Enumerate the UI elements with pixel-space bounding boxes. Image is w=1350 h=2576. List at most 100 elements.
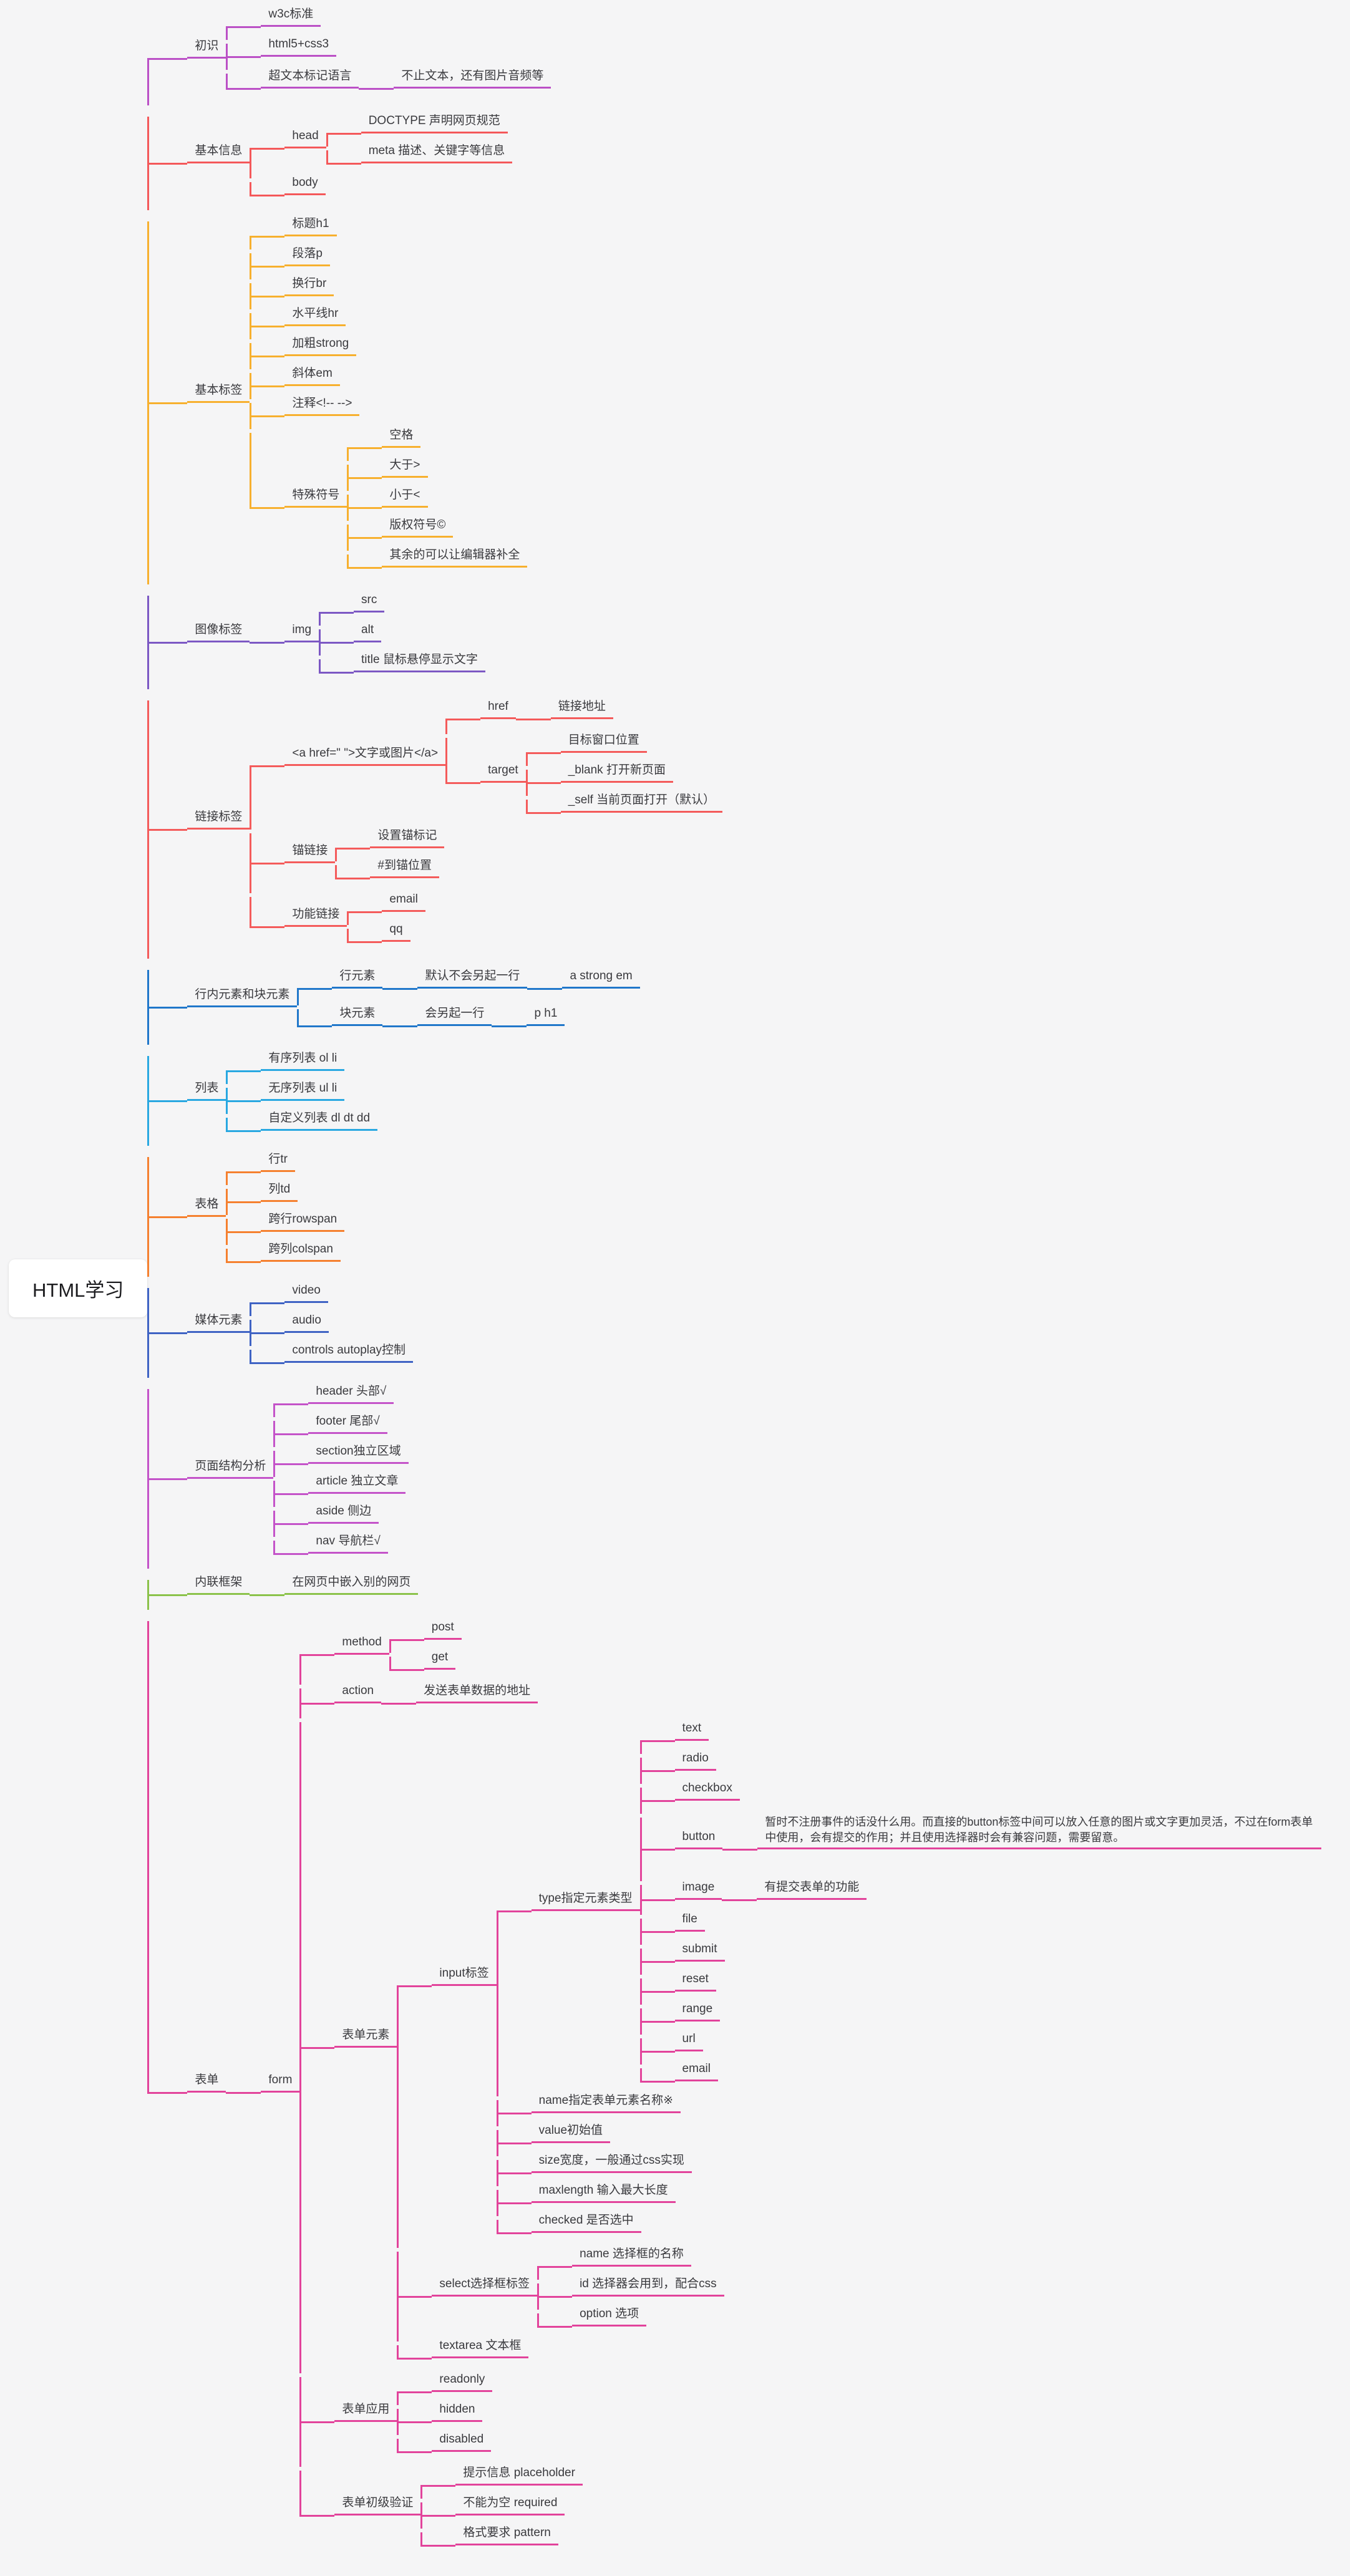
node-label[interactable]: aside 侧边 bbox=[308, 1502, 379, 1524]
node-label[interactable]: hidden bbox=[432, 2400, 483, 2422]
node-label[interactable]: 加粗strong bbox=[284, 334, 357, 356]
node-label[interactable]: alt bbox=[354, 621, 382, 642]
node-label[interactable]: meta 描述、关键字等信息 bbox=[361, 142, 513, 163]
node-label[interactable]: 表单初级验证 bbox=[334, 2494, 421, 2515]
node-label[interactable]: 其余的可以让编辑器补全 bbox=[382, 546, 528, 568]
node-label[interactable]: 目标窗口位置 bbox=[560, 731, 647, 753]
node-label[interactable]: 列td bbox=[261, 1180, 298, 1202]
node-label[interactable]: 图像标签 bbox=[187, 621, 250, 642]
node-label[interactable]: 基本标签 bbox=[187, 381, 250, 403]
node-label[interactable]: 斜体em bbox=[284, 364, 340, 386]
node-label[interactable]: email bbox=[674, 2060, 718, 2081]
node-label[interactable]: _self 当前页面打开（默认） bbox=[560, 791, 723, 813]
node-label[interactable]: section独立区域 bbox=[308, 1442, 409, 1464]
node-label[interactable]: 基本信息 bbox=[187, 142, 250, 163]
node-label[interactable]: 有提交表单的功能 bbox=[757, 1878, 867, 1900]
node-label[interactable]: name 选择框的名称 bbox=[572, 2245, 691, 2267]
node-label[interactable]: 提示信息 placeholder bbox=[455, 2464, 583, 2486]
node-label[interactable]: email bbox=[382, 890, 425, 912]
node-label[interactable]: post bbox=[424, 1618, 462, 1640]
node-label[interactable]: 不止文本，还有图片音频等 bbox=[394, 67, 551, 89]
node-label[interactable]: type指定元素类型 bbox=[531, 1889, 640, 1911]
node-label[interactable]: header 头部√ bbox=[308, 1382, 394, 1404]
node-label[interactable]: image bbox=[674, 1878, 722, 1900]
node-label[interactable]: 在网页中嵌入别的网页 bbox=[284, 1573, 419, 1595]
node-label[interactable]: radio bbox=[674, 1749, 716, 1771]
node-label[interactable]: 换行br bbox=[284, 274, 334, 296]
node-label[interactable]: 块元素 bbox=[332, 1004, 383, 1026]
node-label[interactable]: range bbox=[674, 2000, 721, 2022]
node-label[interactable]: img bbox=[284, 621, 319, 642]
node-label[interactable]: maxlength 输入最大长度 bbox=[531, 2181, 676, 2203]
node-label[interactable]: 行内元素和块元素 bbox=[187, 985, 298, 1007]
node-label[interactable]: 水平线hr bbox=[284, 304, 346, 326]
node-label[interactable]: nav 导航栏√ bbox=[308, 1532, 388, 1554]
node-label[interactable]: textarea 文本框 bbox=[432, 2336, 529, 2358]
node-label[interactable]: file bbox=[674, 1910, 705, 1932]
node-label[interactable]: head bbox=[284, 127, 326, 148]
node-label[interactable]: 大于> bbox=[382, 456, 428, 478]
node-label[interactable]: 锚链接 bbox=[284, 841, 336, 863]
node-label[interactable]: video bbox=[284, 1281, 328, 1303]
node-label[interactable]: 小于< bbox=[382, 486, 428, 508]
node-label[interactable]: 跨行rowspan bbox=[261, 1210, 345, 1232]
node-label[interactable]: size宽度，一般通过css实现 bbox=[531, 2151, 692, 2173]
node-label[interactable]: 链接标签 bbox=[187, 808, 250, 830]
node-label[interactable]: 表格 bbox=[187, 1195, 226, 1217]
node-label[interactable]: 版权符号© bbox=[382, 516, 454, 538]
node-label[interactable]: button bbox=[674, 1828, 723, 1849]
node-label[interactable]: 段落p bbox=[284, 245, 330, 266]
node-label[interactable]: qq bbox=[382, 920, 410, 942]
node-label[interactable]: reset bbox=[674, 1970, 716, 1992]
node-label[interactable]: controls autoplay控制 bbox=[284, 1341, 414, 1363]
node-label[interactable]: html5+css3 bbox=[261, 35, 337, 57]
node-label[interactable]: 超文本标记语言 bbox=[261, 67, 359, 89]
node-label[interactable]: audio bbox=[284, 1311, 329, 1333]
node-label[interactable]: 会另起一行 bbox=[417, 1004, 492, 1026]
node-label[interactable]: _blank 打开新页面 bbox=[560, 761, 673, 783]
node-label[interactable]: 不能为空 required bbox=[455, 2494, 565, 2515]
node-label[interactable]: 注释<!-- --> bbox=[284, 394, 360, 416]
node-label[interactable]: target bbox=[480, 761, 526, 783]
node-label[interactable]: src bbox=[354, 591, 385, 613]
node-label[interactable]: 默认不会另起一行 bbox=[417, 967, 528, 989]
node-label[interactable]: 行tr bbox=[261, 1150, 296, 1172]
node-label[interactable]: 功能链接 bbox=[284, 905, 347, 927]
node-label[interactable]: 设置锚标记 bbox=[370, 826, 445, 848]
node-label[interactable]: 特殊符号 bbox=[284, 486, 347, 508]
node-label[interactable]: 链接地址 bbox=[550, 697, 613, 719]
node-label[interactable]: 表单 bbox=[187, 2071, 226, 2093]
node-label[interactable]: p h1 bbox=[527, 1004, 565, 1026]
node-label[interactable]: DOCTYPE 声明网页规范 bbox=[361, 112, 508, 133]
node-label[interactable]: option 选项 bbox=[572, 2305, 647, 2327]
node-label[interactable]: 表单元素 bbox=[334, 2026, 397, 2048]
node-label[interactable]: checked 是否选中 bbox=[531, 2211, 641, 2233]
node-label[interactable]: url bbox=[674, 2030, 703, 2051]
node-label[interactable]: 标题h1 bbox=[284, 215, 337, 236]
root-node-label[interactable]: HTML学习 bbox=[9, 1259, 148, 1317]
node-label[interactable]: 内联框架 bbox=[187, 1573, 250, 1595]
node-label[interactable]: 自定义列表 dl dt dd bbox=[261, 1109, 378, 1131]
node-label[interactable]: article 独立文章 bbox=[308, 1472, 406, 1494]
node-label[interactable]: href bbox=[480, 697, 516, 719]
node-label[interactable]: 暂时不注册事件的话没什么用。而直接的button标签中间可以放入任意的图片或文字… bbox=[757, 1813, 1322, 1849]
node-label[interactable]: 媒体元素 bbox=[187, 1311, 250, 1333]
node-label[interactable]: #到锚位置 bbox=[370, 856, 439, 878]
node-label[interactable]: 初识 bbox=[187, 37, 226, 59]
node-label[interactable]: 无序列表 ul li bbox=[261, 1079, 345, 1101]
node-label[interactable]: submit bbox=[674, 1940, 725, 1962]
node-label[interactable]: 有序列表 ol li bbox=[261, 1049, 345, 1071]
node-label[interactable]: select选择框标签 bbox=[432, 2275, 538, 2297]
node-label[interactable]: input标签 bbox=[432, 1964, 497, 1986]
node-label[interactable]: w3c标准 bbox=[261, 5, 321, 27]
node-label[interactable]: 发送表单数据的地址 bbox=[416, 1682, 538, 1703]
node-label[interactable]: checkbox bbox=[674, 1779, 740, 1801]
node-label[interactable]: method bbox=[334, 1633, 389, 1655]
node-label[interactable]: 格式要求 pattern bbox=[455, 2524, 558, 2545]
node-label[interactable]: action bbox=[334, 1682, 382, 1703]
node-label[interactable]: 空格 bbox=[382, 426, 421, 448]
node-label[interactable]: body bbox=[284, 173, 326, 195]
node-label[interactable]: disabled bbox=[432, 2430, 492, 2452]
node-label[interactable]: 行元素 bbox=[332, 967, 383, 989]
node-label[interactable]: get bbox=[424, 1648, 456, 1670]
